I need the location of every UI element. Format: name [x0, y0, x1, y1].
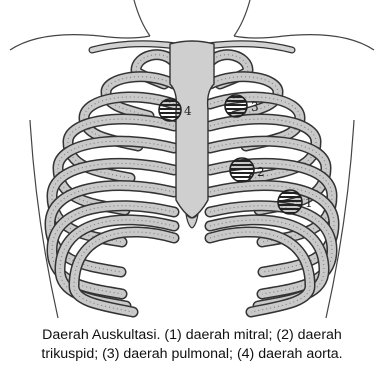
ribcage-illustration: 4 3 2 1 [0, 0, 384, 320]
caption-line-2: trikuspid; (3) daerah pulmonal; (4) daer… [0, 345, 384, 364]
figure-caption: Daerah Auskultasi. (1) daerah mitral; (2… [0, 320, 384, 376]
ribcage-figure: 4 3 2 1 [0, 0, 384, 320]
area-label-1: 1 [305, 196, 313, 210]
neck-outline-right [234, 0, 250, 36]
sternum [170, 41, 214, 218]
area-label-3: 3 [251, 100, 259, 114]
area-label-2: 2 [257, 165, 265, 179]
area-label-4: 4 [184, 104, 192, 118]
caption-line-1: Daerah Auskultasi. (1) daerah mitral; (2… [0, 326, 384, 345]
neck-outline-left [134, 0, 150, 36]
